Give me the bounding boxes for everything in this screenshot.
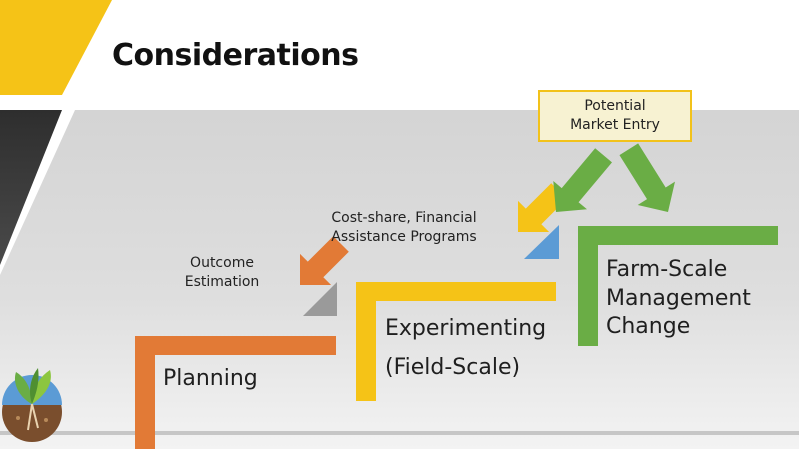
step-farm-scale-line2: Management bbox=[606, 285, 751, 311]
arrow-outcome bbox=[300, 236, 349, 285]
background-band bbox=[0, 110, 799, 449]
annotation-outcome-estimation: Outcome Estimation bbox=[172, 254, 272, 292]
annotation-cost-share: Cost-share, Financial Assistance Program… bbox=[318, 209, 490, 247]
dark-corner-band bbox=[0, 110, 62, 265]
annotation-outcome-line1: Outcome bbox=[190, 255, 254, 271]
blue-corner-triangle bbox=[524, 225, 559, 259]
step-farm-scale-bracket bbox=[578, 226, 778, 346]
annotation-outcome-line2: Estimation bbox=[184, 273, 260, 290]
step-farm-scale-line1: Farm-Scale bbox=[606, 257, 728, 282]
step-experimenting-bracket bbox=[356, 282, 556, 401]
yellow-corner-accent bbox=[0, 0, 112, 95]
annotation-cost-share-line2: Assistance Programs bbox=[331, 228, 477, 245]
gray-corner-triangle bbox=[303, 282, 337, 316]
market-box-line1: Potential bbox=[584, 98, 646, 115]
market-box-line2: Market Entry bbox=[570, 117, 660, 133]
organization-logo bbox=[2, 368, 62, 442]
step-farm-scale-line3: Change bbox=[606, 314, 691, 340]
step-planning-label: Planning bbox=[163, 366, 258, 391]
step-farm-scale-label: Farm-Scale Management Change bbox=[606, 256, 751, 342]
step-planning-bracket bbox=[135, 336, 336, 449]
bottom-divider bbox=[0, 431, 799, 435]
slide-title: Considerations bbox=[112, 38, 359, 73]
step-experimenting-line1: Experimenting bbox=[385, 316, 547, 341]
step-experimenting-line2: (Field-Scale) bbox=[385, 354, 521, 380]
arrow-market-left bbox=[553, 148, 612, 212]
potential-market-entry-box: Potential Market Entry bbox=[538, 90, 692, 142]
arrow-market-right bbox=[619, 143, 675, 212]
step-experimenting-label: Experimenting (Field-Scale) bbox=[385, 310, 546, 387]
annotation-cost-share-line1: Cost-share, Financial bbox=[331, 210, 477, 226]
